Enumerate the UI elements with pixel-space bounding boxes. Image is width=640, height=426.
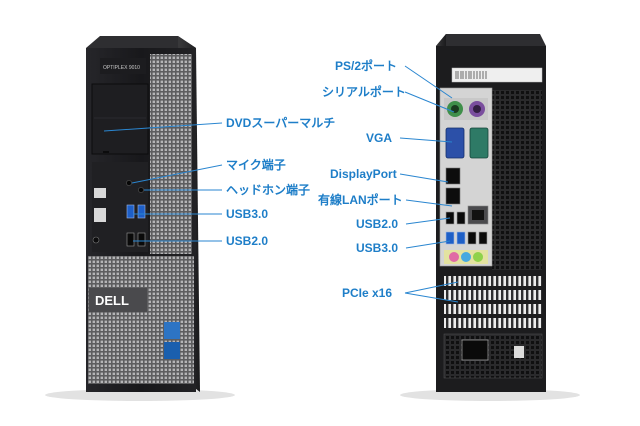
label-vga: VGA: [366, 131, 393, 145]
optical-drive-bay: [91, 83, 149, 155]
leader-lines: [103, 65, 459, 303]
label-dvd-super-multi: DVDスーパーマルチ: [226, 116, 336, 130]
rear-usb2-port-3: [467, 231, 477, 245]
rear-usb2-port-4: [478, 231, 488, 245]
windows-sticker: [164, 322, 180, 339]
rear-vent-mesh: [492, 90, 542, 270]
front-mesh-lower: [88, 256, 194, 384]
power-button: [92, 236, 100, 244]
model-text: OPTIPLEX 9010: [103, 65, 140, 71]
audio-line-out-jack: [473, 252, 483, 262]
label-mic-jack: マイク端子: [226, 158, 286, 172]
displayport-port-1: [445, 167, 461, 185]
intel-sticker: [164, 342, 180, 359]
headphone-jack: [138, 187, 144, 193]
power-inlet: [461, 339, 489, 361]
leader-displayport: [399, 173, 449, 183]
front-top-face: [86, 36, 196, 48]
expansion-slot-3: [444, 304, 542, 314]
displayport-port-2: [445, 187, 461, 205]
label-ps2-port: PS/2ポート: [335, 59, 398, 73]
front-mesh-strip: [150, 54, 192, 254]
serial-port: [469, 127, 489, 159]
label-rear-usb3: USB3.0: [356, 241, 399, 255]
label-displayport: DisplayPort: [330, 167, 397, 181]
mic-jack: [126, 180, 132, 186]
optical-eject-button: [103, 151, 109, 153]
front-usb3-port-1: [126, 204, 135, 219]
psu-grille: [443, 333, 543, 379]
psu-test-button: [514, 346, 524, 358]
leader-ps2: [404, 65, 453, 99]
rear-usb2-port-2: [456, 211, 466, 225]
label-rear-usb2: USB2.0: [356, 217, 399, 231]
rear-usb3-port-2: [456, 231, 466, 245]
leader-vga: [399, 137, 453, 143]
dell-badge: [89, 288, 147, 312]
audio-mic-jack: [449, 252, 459, 262]
leader-lan: [405, 199, 453, 207]
leader-mic: [131, 164, 223, 184]
label-front-usb3: USB3.0: [226, 207, 269, 221]
rear-top-face: [436, 34, 546, 46]
rear-chassis: [400, 34, 580, 401]
front-usb3-port-2: [137, 204, 146, 219]
leader-dvd: [103, 122, 223, 132]
label-wired-lan-port: 有線LANポート: [318, 193, 403, 207]
front-usb2-port-1: [126, 232, 135, 247]
label-front-usb2: USB2.0: [226, 234, 269, 248]
label-headphone-jack: ヘッドホン端子: [226, 183, 311, 197]
leader-pcie-2: [404, 292, 459, 303]
expansion-slot-1: [444, 276, 542, 286]
vga-port: [445, 127, 465, 159]
leader-rear-usb3: [405, 240, 451, 249]
label-pcie-x16: PCIe x16: [342, 286, 393, 300]
leader-serial: [404, 91, 455, 113]
service-tag-sticker: [451, 67, 543, 83]
label-serial-port: シリアルポート: [322, 85, 406, 99]
rear-usb3-port-1: [445, 231, 455, 245]
model-plate: [100, 58, 146, 74]
brand-logo-text: DELL: [95, 293, 129, 308]
front-chassis: [45, 36, 235, 401]
media-logo: [94, 208, 106, 222]
leader-rear-usb2: [405, 217, 451, 225]
dvd-logo: [94, 188, 106, 198]
leader-pcie-1: [404, 281, 459, 294]
barcode: [455, 71, 487, 79]
expansion-slot-4: [444, 318, 542, 328]
audio-line-in-jack: [461, 252, 471, 262]
expansion-slot-2: [444, 290, 542, 300]
front-usb2-port-2: [137, 232, 146, 247]
